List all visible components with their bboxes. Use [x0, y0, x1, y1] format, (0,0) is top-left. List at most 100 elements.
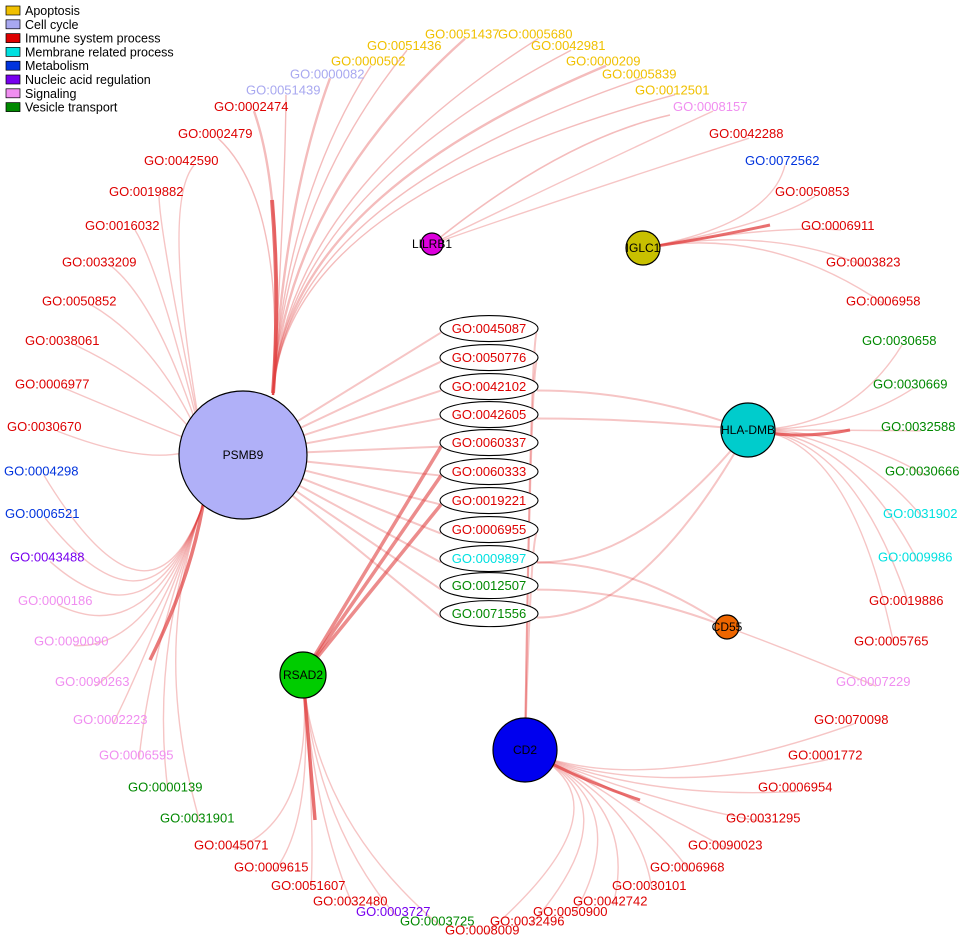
go-edge [270, 199, 279, 394]
gene-label: IGLC1 [626, 241, 661, 255]
go-edge [524, 723, 855, 771]
shared-term-ellipse [439, 515, 539, 544]
go-edge [431, 110, 714, 245]
gene-node-iglc1 [625, 230, 661, 266]
go-term-label: GO:0042981 [531, 38, 605, 53]
go-term-label: GO:0006911 [801, 218, 874, 233]
gene-node-cd2 [492, 717, 558, 783]
go-edge [111, 266, 204, 446]
go-term-label: GO:0070098 [814, 712, 888, 727]
go-term-label: GO:0000082 [290, 66, 364, 81]
go-edge [273, 674, 307, 873]
go-term-label: GO:0042742 [573, 893, 647, 908]
shared-term-ellipse [439, 343, 539, 372]
go-edge [301, 474, 443, 676]
go-edge [747, 429, 919, 562]
legend-swatch [5, 74, 21, 85]
go-edge [178, 164, 204, 446]
shared-term-label: GO:0006955 [452, 522, 526, 537]
legend-label: Immune system process [25, 32, 160, 46]
go-edge [536, 429, 749, 564]
go-term-label: GO:0005680 [498, 27, 572, 42]
go-edge [642, 223, 771, 250]
go-term-label: GO:0051607 [271, 878, 345, 893]
go-term-label: GO:0032588 [881, 419, 955, 434]
go-edge [272, 38, 539, 396]
go-edge [49, 504, 204, 596]
go-term-label: GO:0006968 [650, 860, 724, 875]
shared-term-label: GO:0071556 [452, 606, 526, 621]
go-term-label: GO:0031295 [726, 810, 800, 825]
shared-term-label: GO:0042102 [452, 379, 526, 394]
go-edge [536, 389, 749, 431]
legend-label: Vesicle transport [25, 101, 118, 115]
go-term-label: GO:0009615 [234, 860, 308, 875]
go-edge [536, 429, 749, 619]
shared-term-label: GO:0045087 [452, 321, 526, 336]
legend-label: Cell cycle [25, 18, 79, 32]
gene-node-hla-dmb [720, 402, 776, 458]
shared-term-label: GO:0012507 [452, 578, 526, 593]
go-term-label: GO:0030666 [885, 463, 959, 478]
go-term-label: GO:0090263 [55, 674, 129, 689]
go-term-label: GO:0019882 [109, 184, 183, 199]
go-edge [158, 196, 204, 446]
go-term-label: GO:0019886 [869, 593, 943, 608]
go-edge [272, 94, 676, 396]
go-term-label: GO:0050853 [775, 184, 849, 199]
go-term-label: GO:0030101 [612, 878, 686, 893]
go-term-label: GO:0000209 [566, 54, 640, 69]
gene-node-lilrb1 [420, 232, 444, 256]
go-term-label: GO:0004298 [4, 463, 78, 478]
go-edge [524, 360, 538, 751]
go-term-label: GO:0006521 [5, 506, 79, 521]
go-term-label: GO:0009986 [878, 549, 952, 564]
edges-layer [43, 37, 926, 935]
legend-swatch [5, 33, 21, 43]
go-term-label: GO:0090090 [34, 634, 108, 649]
legend-swatch [5, 60, 21, 71]
gene-label: PSMB9 [223, 448, 264, 462]
go-term-label: GO:0002479 [178, 126, 252, 141]
go-term-label: GO:0016032 [85, 218, 159, 233]
go-edge [301, 445, 443, 676]
shared-term-ellipse [439, 315, 539, 343]
go-edge [94, 504, 204, 687]
go-edge [302, 674, 441, 927]
gene-node-psmb9 [178, 390, 308, 520]
go-term-label: GO:0031901 [160, 810, 234, 825]
shared-term-ellipse [439, 487, 539, 515]
go-edge [162, 504, 204, 792]
go-term-label: GO:0005765 [854, 634, 928, 649]
go-term-label: GO:0051437 [425, 27, 499, 42]
gene-node-cd55 [714, 614, 740, 640]
go-edge [112, 504, 204, 725]
go-edge [57, 504, 204, 617]
go-term-label: GO:0001772 [788, 748, 862, 763]
go-term-label: GO:0042590 [144, 153, 218, 168]
go-edge [536, 417, 749, 431]
go-term-label: GO:0006595 [99, 748, 173, 763]
gene-label: CD2 [513, 743, 537, 757]
go-term-label: GO:0003727 [356, 904, 430, 919]
go-term-label: GO:0000502 [331, 54, 405, 69]
go-term-label: GO:0042288 [709, 126, 783, 141]
go-term-label: GO:0003725 [400, 914, 474, 929]
go-edge [43, 475, 204, 572]
go-term-label: GO:0005839 [602, 66, 676, 81]
legend-swatch [5, 88, 21, 99]
go-term-label: GO:0030670 [7, 419, 81, 434]
go-edge [431, 114, 671, 245]
gene-node-rsad2 [279, 651, 327, 699]
go-edge [301, 503, 443, 677]
legend-swatch [5, 19, 21, 30]
go-edge [73, 504, 204, 647]
legend-swatch [5, 5, 21, 16]
legend-label: Nucleic acid regulation [25, 73, 151, 87]
shared-term-label: GO:0060337 [452, 435, 526, 450]
gene-label: HLA-DMB [721, 423, 775, 437]
